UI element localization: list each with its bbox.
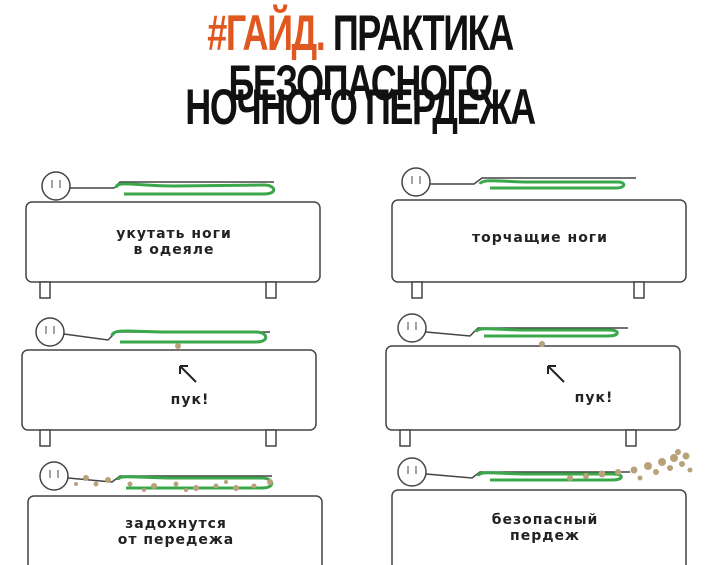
title-line-1-text: ПРАКТИКА БЕЗОПАСНОГО xyxy=(228,5,514,111)
head-icon xyxy=(397,313,427,343)
bed-drawing xyxy=(25,171,321,299)
bed-drawing xyxy=(385,313,681,447)
blanket xyxy=(116,475,274,490)
panel-caption: задохнутся от передежа xyxy=(117,516,235,548)
bed-drawing xyxy=(27,461,323,565)
blanket xyxy=(474,327,619,338)
bed-drawing xyxy=(21,317,317,447)
fart-spot xyxy=(175,343,181,349)
head-icon xyxy=(39,461,69,491)
arrow-icon xyxy=(547,365,565,383)
fart-cloud xyxy=(74,475,273,492)
panel-caption: торчащие ноги xyxy=(472,230,608,246)
head-icon xyxy=(397,457,427,487)
bed-drawing xyxy=(391,449,693,565)
panel-covered-feet: укутать ноги в одеяле xyxy=(24,166,324,301)
title-tag: #ГАЙД. xyxy=(207,5,325,61)
head-icon xyxy=(35,317,65,347)
arrow-icon xyxy=(179,365,197,383)
title-line-1: #ГАЙД. ПРАКТИКА БЕЗОПАСНОГО xyxy=(101,8,619,108)
blanket xyxy=(478,179,626,190)
panel-caption: безопасный пердеж xyxy=(491,512,599,544)
blanket xyxy=(476,471,623,482)
head-icon xyxy=(41,171,71,201)
head-icon xyxy=(401,167,431,197)
panel-fart-sticking: пук! xyxy=(384,310,684,450)
panel-sticking-feet: торчащие ноги xyxy=(390,164,690,304)
fart-label: пук! xyxy=(170,392,210,408)
blanket xyxy=(114,182,276,196)
panel-fart-covered: пук! xyxy=(20,310,320,450)
blanket xyxy=(110,329,268,344)
panel-safe-fart: безопасный пердеж xyxy=(390,449,700,565)
title-line-2: НОЧНОГО ПЕРДЕЖА xyxy=(185,79,536,135)
bed-drawing xyxy=(391,167,687,299)
fart-label: пук! xyxy=(574,390,614,406)
panel-caption: укутать ноги в одеяле xyxy=(116,226,232,258)
fart-spot xyxy=(539,341,545,347)
fart-cloud xyxy=(567,449,693,481)
panel-suffocate: задохнутся от передежа xyxy=(26,456,326,565)
